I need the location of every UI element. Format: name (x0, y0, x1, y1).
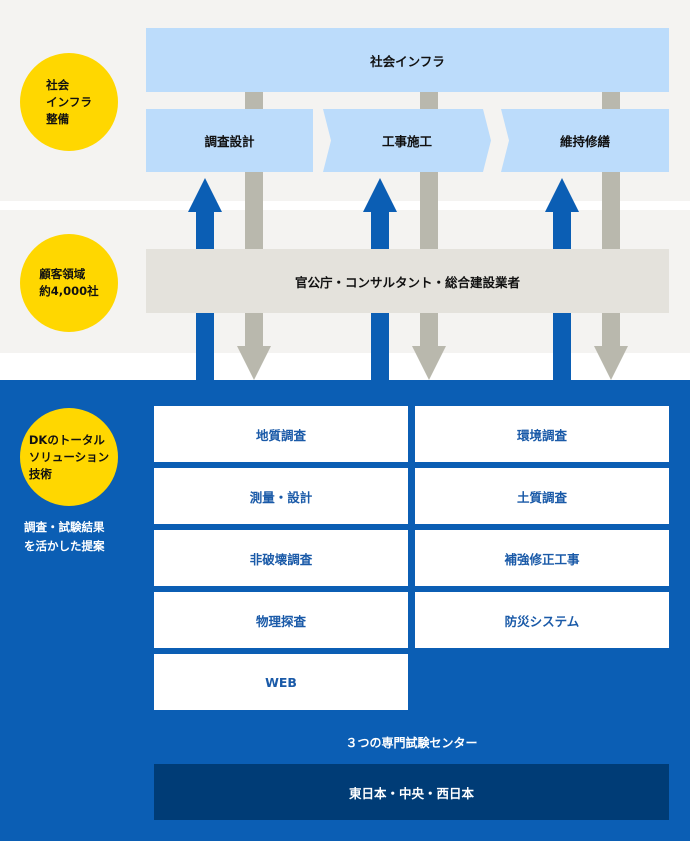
service-label: 非破壊調査 (249, 551, 313, 567)
infra-step-label: 維持修繕 (559, 134, 610, 149)
service-label: 補強修正工事 (504, 551, 580, 567)
service-label: 物理探査 (255, 613, 306, 629)
service-label: 地質調査 (255, 427, 306, 443)
service-physical-exploration: 物理探査 (154, 592, 408, 648)
service-web: WEB (154, 654, 408, 710)
customers-label: 官公庁・コンサルタント・総合建設業者 (294, 274, 520, 290)
service-geological-survey: 地質調査 (154, 406, 408, 462)
service-disaster-prevention-system: 防災システム (415, 592, 669, 648)
service-environmental-survey: 環境調査 (415, 406, 669, 462)
service-label: WEB (265, 674, 297, 690)
blue-arrow-head-3 (545, 178, 579, 212)
infrastructure-circle-label: 社会 インフラ 整備 (46, 77, 92, 126)
blue-arrow-head-1 (188, 178, 222, 212)
service-soil-survey: 土質調査 (415, 468, 669, 524)
infrastructure-title: 社会インフラ (370, 53, 445, 69)
infra-step-maintenance: 維持修繕 (501, 109, 669, 172)
infra-step-construction: 工事施工 (323, 109, 491, 172)
service-label: 測量・設計 (249, 489, 313, 505)
centers-title: ３つの専門試験センター (345, 736, 478, 750)
solutions-circle: DKのトータル ソリューション 技術 (20, 408, 118, 506)
service-surveying-design: 測量・設計 (154, 468, 408, 524)
infra-step-survey: 調査設計 (146, 109, 313, 172)
centers-box: 東日本・中央・西日本 (154, 764, 669, 820)
infrastructure-title-box: 社会インフラ (146, 28, 669, 92)
service-reinforcement-work: 補強修正工事 (415, 530, 669, 586)
service-label: 環境調査 (516, 427, 567, 443)
customers-circle-label: 顧客領域 約4,000社 (39, 267, 99, 298)
service-label: 土質調査 (516, 489, 567, 505)
solutions-circle-label: DKのトータル ソリューション 技術 (28, 432, 110, 481)
service-nondestructive-survey: 非破壊調査 (154, 530, 408, 586)
infra-step-label: 調査設計 (204, 134, 255, 149)
infra-step-label: 工事施工 (381, 134, 432, 149)
service-label: 防災システム (504, 613, 580, 629)
blue-arrow-head-2 (363, 178, 397, 212)
infrastructure-circle: 社会 インフラ 整備 (20, 53, 118, 151)
gray-arrow-head-3 (594, 346, 628, 380)
proposal-note: 調査・試験結果 を活かした提案 (24, 520, 105, 553)
customers-box: 官公庁・コンサルタント・総合建設業者 (146, 249, 669, 313)
gray-arrow-head-2 (412, 346, 446, 380)
centers-label: 東日本・中央・西日本 (348, 785, 474, 801)
gray-arrow-head-1 (237, 346, 271, 380)
customers-circle: 顧客領域 約4,000社 (20, 234, 118, 332)
